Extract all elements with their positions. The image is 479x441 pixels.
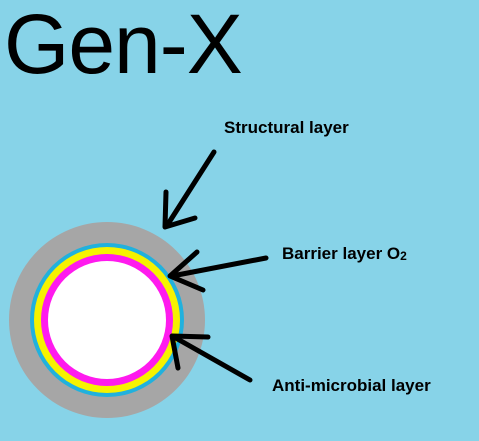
arrow-barrier xyxy=(167,249,269,293)
core xyxy=(48,261,166,379)
barrier-layer-label: Barrier layer O2 xyxy=(282,244,407,264)
diagram-title: Gen-X xyxy=(4,0,243,91)
layered-cross-section xyxy=(9,222,205,418)
barrier-layer-label-subscript: 2 xyxy=(400,249,407,263)
structural-layer-label: Structural layer xyxy=(224,118,349,137)
arrow-antimicrobial xyxy=(169,333,253,383)
arrow-structural xyxy=(162,149,217,230)
antimicrobial-layer-label: Anti-microbial layer xyxy=(272,376,431,395)
barrier-layer-label-text: Barrier layer O xyxy=(282,244,401,263)
